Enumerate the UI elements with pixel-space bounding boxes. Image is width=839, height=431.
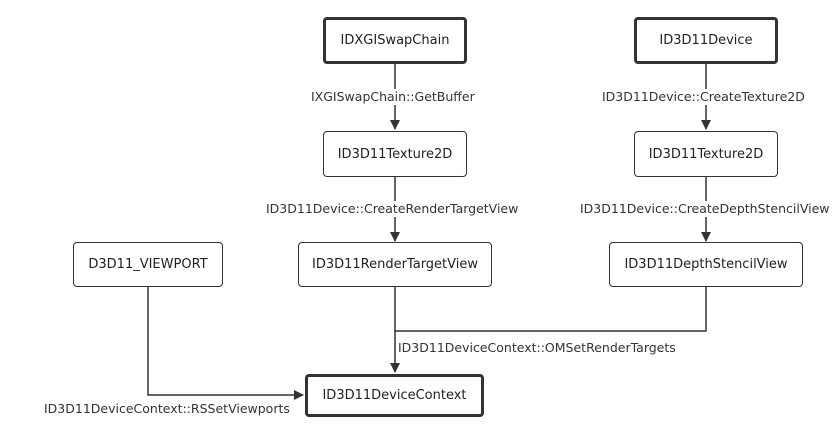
edge-label-create-rtv: ID3D11Device::CreateRenderTargetView bbox=[265, 201, 520, 217]
node-swapchain-label: IDXGISwapChain bbox=[340, 33, 450, 48]
edge-dsv-join-line bbox=[395, 287, 707, 332]
node-viewport: D3D11_VIEWPORT bbox=[73, 242, 223, 287]
node-depth-stencil-view-label: ID3D11DepthStencilView bbox=[624, 257, 788, 272]
node-render-target-view-label: ID3D11RenderTargetView bbox=[311, 257, 479, 272]
node-depth-stencil-view: ID3D11DepthStencilView bbox=[609, 242, 803, 287]
node-texture-rt-label: ID3D11Texture2D bbox=[337, 146, 453, 162]
node-texture-rt: ID3D11Texture2D bbox=[323, 131, 467, 177]
node-device-context-label: ID3D11DeviceContext bbox=[322, 388, 467, 403]
edge-label-get-buffer: IXGISwapChain::GetBuffer bbox=[310, 89, 476, 105]
edge-label-create-texture2d: ID3D11Device::CreateTexture2D bbox=[601, 89, 806, 105]
edge-label-om-set-render-targets: ID3D11DeviceContext::OMSetRenderTargets bbox=[398, 340, 676, 355]
node-device-label: ID3D11Device bbox=[659, 33, 753, 48]
edge-label-rs-set-viewports: ID3D11DeviceContext::RSSetViewports bbox=[44, 401, 290, 416]
node-viewport-label: D3D11_VIEWPORT bbox=[88, 257, 208, 272]
node-device-context: ID3D11DeviceContext bbox=[305, 374, 484, 417]
node-swapchain: IDXGISwapChain bbox=[323, 17, 467, 64]
node-texture-ds-label: ID3D11Texture2D bbox=[648, 146, 764, 162]
edge-label-create-dsv: ID3D11Device::CreateDepthStencilView bbox=[579, 201, 831, 217]
edge-rs-set-viewports-line bbox=[147, 287, 304, 400]
node-render-target-view: ID3D11RenderTargetView bbox=[298, 242, 492, 287]
node-texture-ds: ID3D11Texture2D bbox=[634, 131, 778, 177]
node-device: ID3D11Device bbox=[634, 17, 778, 64]
